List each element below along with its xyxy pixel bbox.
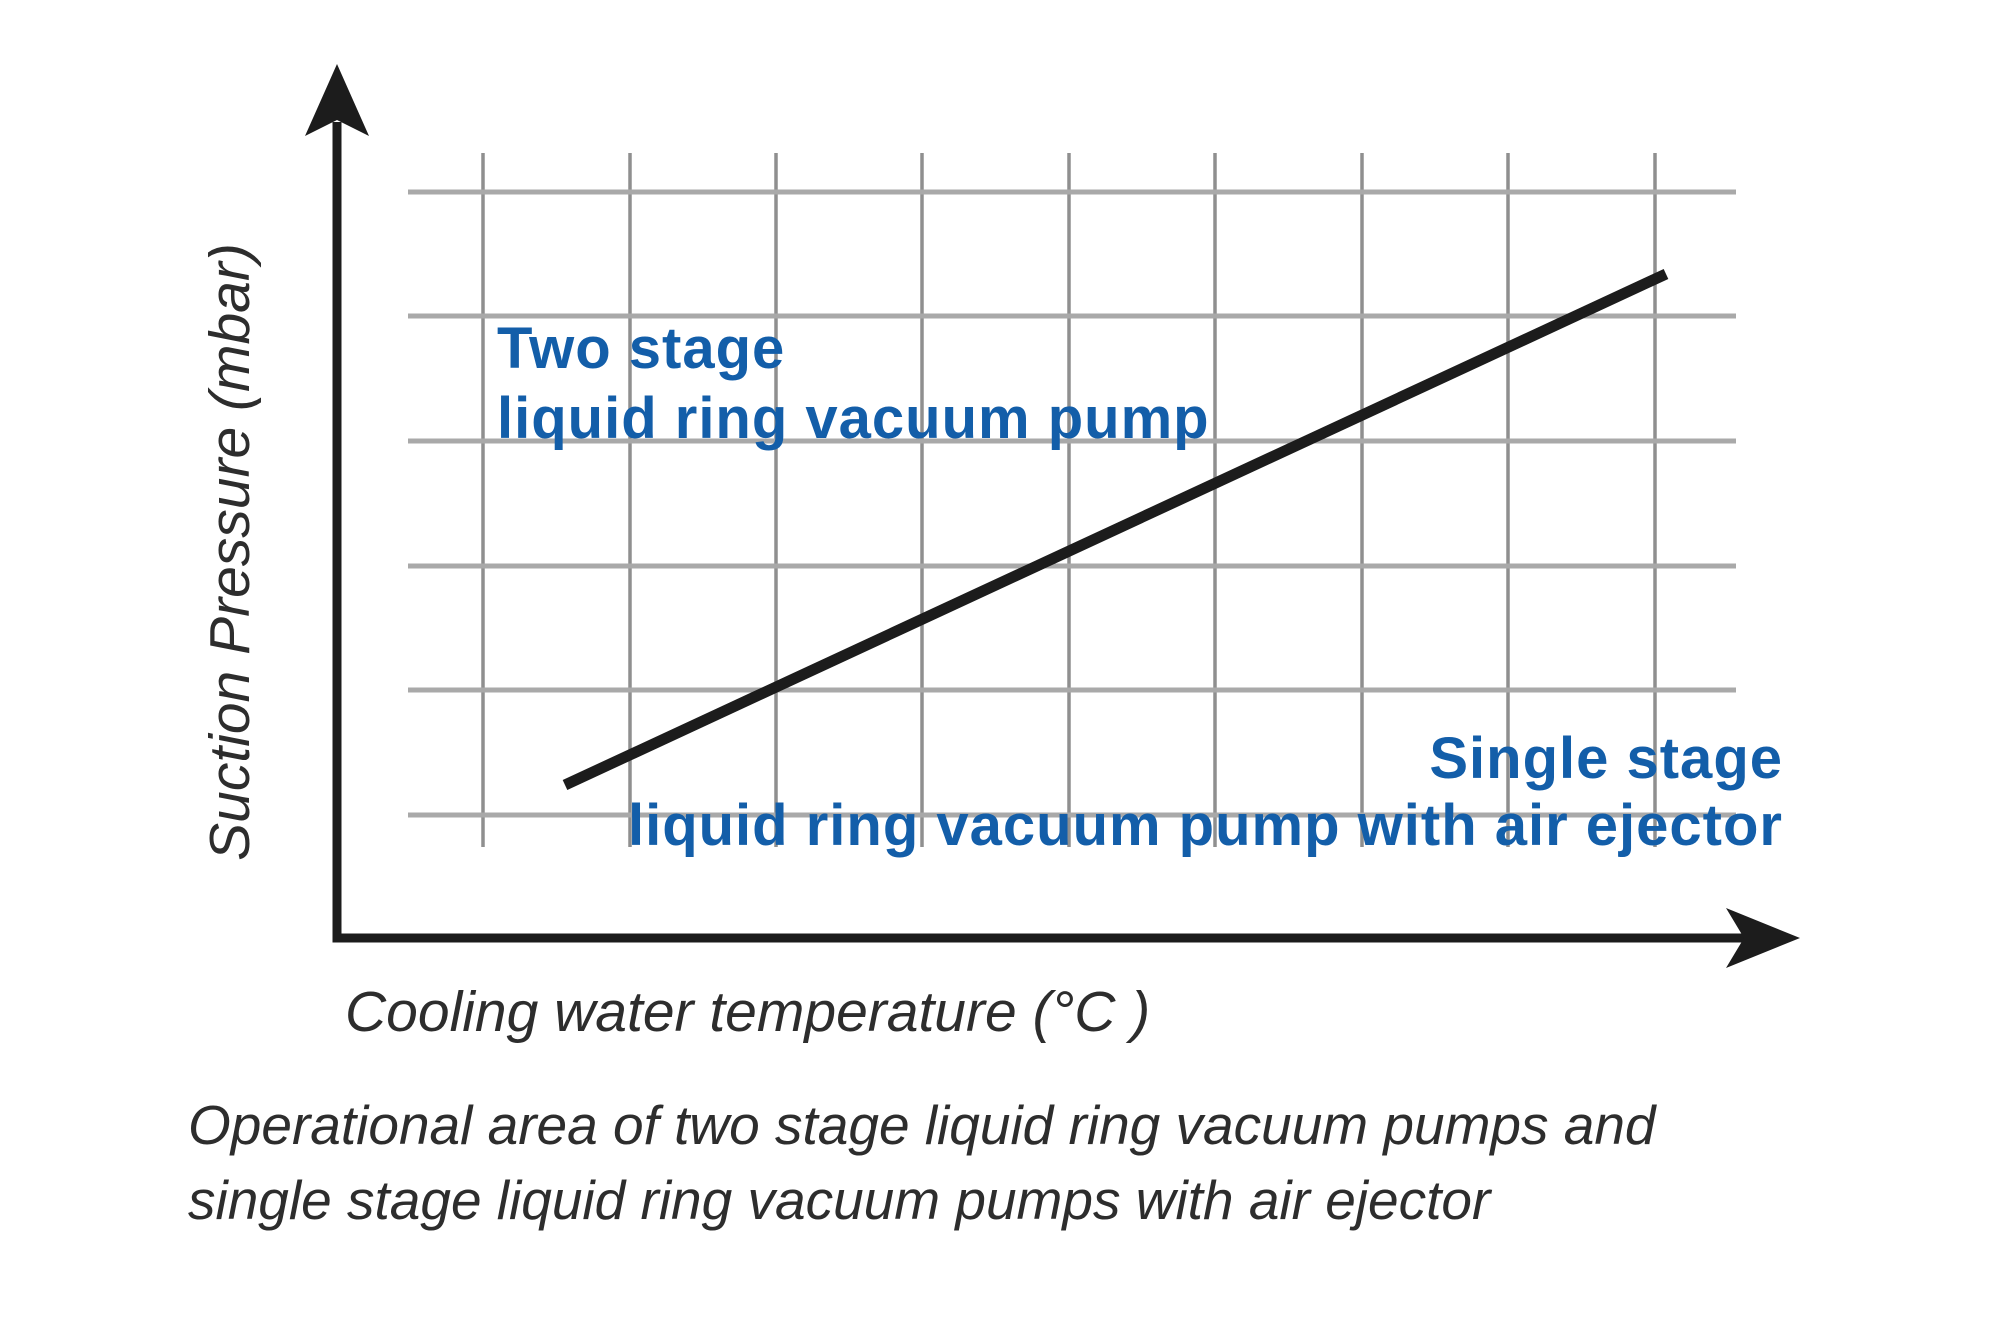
x-axis-arrowhead-icon: [1726, 908, 1800, 968]
figure-caption-line1: Operational area of two stage liquid rin…: [188, 1094, 1656, 1156]
y-axis-label: Suction Pressure (mbar): [198, 243, 262, 861]
y-axis-arrowhead-icon: [305, 64, 369, 136]
boundary-line: [562, 269, 1669, 790]
figure-caption-line2: single stage liquid ring vacuum pumps wi…: [188, 1169, 1491, 1231]
region-label-single-stage-line1: Single stage: [1429, 726, 1783, 791]
figure-caption: Operational area of two stage liquid rin…: [188, 1088, 1656, 1238]
region-label-two-stage-line2: liquid ring vacuum pump: [497, 386, 1210, 451]
region-label-two-stage-line1: Two stage: [497, 316, 786, 381]
region-label-single-stage-line2: liquid ring vacuum pump with air ejector: [627, 793, 1783, 858]
x-axis-label: Cooling water temperature (°C ): [345, 980, 1151, 1044]
